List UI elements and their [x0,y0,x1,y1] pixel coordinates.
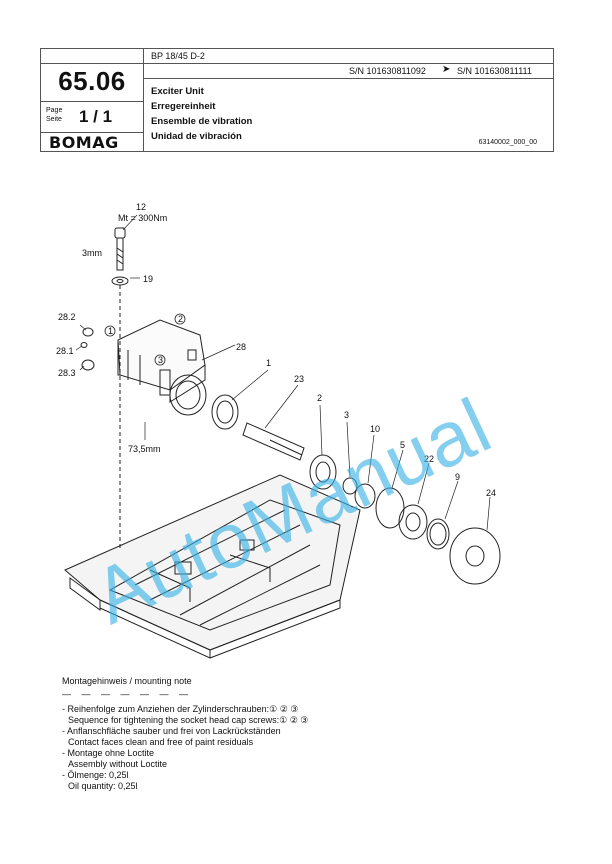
cap-screw [111,227,129,550]
model-name: BP 18/45 D-2 [151,51,205,61]
note-line: Sequence for tightening the socket head … [68,715,309,725]
title-en: Exciter Unit [151,86,204,97]
plug-28-3 [81,359,95,371]
exploded-view-drawing: 12 Mt = 300Nm 3mm 19 28.2 28.1 28.3 28 1… [56,202,501,659]
notes-title: Montagehinweis / mounting note [62,676,192,686]
arrow-icon: ➤ [442,64,451,75]
note-line: - Ölmenge: 0,25l [62,770,129,780]
document-number: 63140002_000_00 [478,139,537,146]
callout-24: 24 [486,488,496,498]
dimension-label: 73,5mm [128,444,161,454]
callout-3: 3 [344,410,349,420]
callout-12: 12 [136,202,146,212]
sequence-1: 1 [108,326,113,336]
serial-to: S/N 101630811111 [457,66,532,76]
callout-5: 5 [400,440,405,450]
titles: Exciter Unit Erregereinheit Ensemble de … [151,84,252,144]
callout-28-1: 28.1 [56,346,74,356]
note-line: Contact faces clean and free of paint re… [68,737,254,747]
sequence-1-circle [104,325,116,337]
torque-label: Mt = 300Nm [118,213,167,223]
page-number: 1 / 1 [79,107,113,126]
gap-label: 3mm [82,248,102,258]
callout-23: 23 [294,374,304,384]
seite-label: Seite [46,116,62,123]
leader-lines [75,214,491,531]
note-line: - Montage ohne Loctite [62,748,155,758]
sequence-3: 3 [158,355,163,365]
callout-28: 28 [236,342,246,352]
mounting-notes: Montagehinweis / mounting note — — — — —… [62,676,308,792]
callout-22: 22 [424,454,434,464]
brand-logo: BOMAG [49,133,119,152]
serial-from: S/N 101630811092 [349,66,426,76]
base-plate [64,474,361,659]
exciter-housing [117,319,207,416]
title-block-left: 65.06 Page Seite 1 / 1 BOMAG [41,49,144,152]
callout-28-3: 28.3 [58,368,76,378]
section-number: 65.06 [58,66,126,96]
shaft-assembly [211,394,501,585]
note-line: - Anflanschfläche sauber und frei von La… [62,726,281,736]
callout-19: 19 [143,274,153,284]
callout-9: 9 [455,472,460,482]
note-line: - Reihenfolge zum Anziehen der Zylinders… [62,704,299,714]
seal-28-1 [80,342,88,348]
callout-28-2: 28.2 [58,312,76,322]
callout-2: 2 [317,393,322,403]
notes-underline: — — — — — — — [62,689,193,699]
page-box: Page Seite 1 / 1 [41,101,143,133]
title-es: Unidad de vibración [151,131,242,142]
note-line: Assembly without Loctite [68,759,168,769]
sequence-2-circle [174,313,186,325]
callout-10: 10 [370,424,380,434]
title-fr: Ensemble de vibration [151,116,253,127]
plug-28-2 [82,327,94,337]
note-line: Oil quantity: 0,25l [68,781,138,791]
title-block: 65.06 Page Seite 1 / 1 BOMAG BP 18/45 D-… [40,48,554,152]
callout-1: 1 [266,358,271,368]
sequence-2: 2 [178,314,183,324]
page-label: Page [46,107,63,114]
serial-range: S/N 101630811092 ➤ S/N 101630811111 [144,64,553,79]
title-de: Erregereinheit [151,101,216,112]
sequence-3-circle [154,354,166,366]
